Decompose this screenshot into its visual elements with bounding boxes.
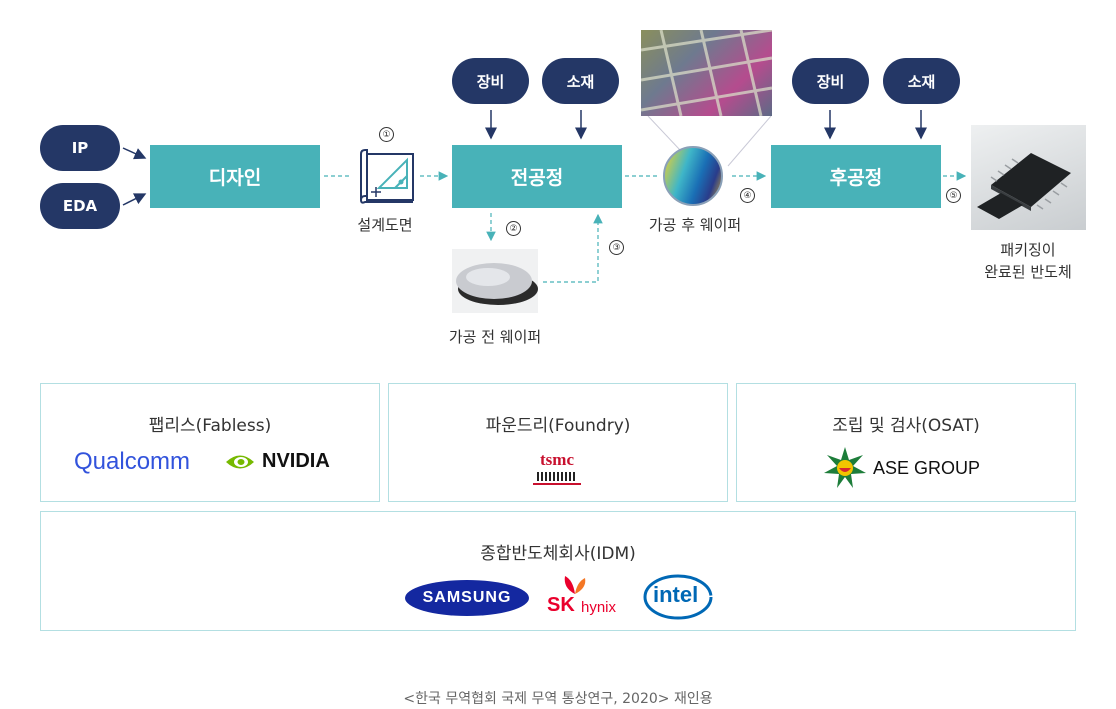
step-number-5: ⑤ (946, 188, 961, 203)
qualcomm-logo: Qualcomm (74, 448, 191, 475)
step-number-4: ④ (740, 188, 755, 203)
nvidia-wordmark: NVIDIA (262, 450, 330, 472)
sk-hynix-logo: SK hynix (547, 574, 631, 620)
back-equipment-pill: 장비 (792, 58, 869, 104)
osat-panel: 조립 및 검사(OSAT) ASE GROUP (736, 383, 1076, 502)
ase-star-icon (824, 447, 866, 488)
packaged-chip-label-line2: 완료된 반도체 (984, 263, 1072, 281)
foundry-title: 파운드리(Foundry) (485, 416, 631, 436)
sk-wordmark: SK (547, 594, 575, 616)
foundry-panel: 파운드리(Foundry) tsmc (388, 383, 728, 502)
fabless-title: 팹리스(Fabless) (148, 416, 272, 436)
samsung-logo: SAMSUNG (405, 580, 529, 616)
intel-swoosh-icon (643, 574, 713, 620)
processed-wafer-label: 가공 후 웨이퍼 (648, 216, 742, 234)
tsmc-logo: tsmc (531, 450, 583, 488)
processed-wafer-image (663, 146, 723, 206)
front-equipment-pill: 장비 (452, 58, 529, 104)
blueprint-icon (360, 149, 414, 204)
eda-pill: EDA (40, 183, 120, 229)
front-end-process-box: 전공정 (452, 145, 622, 208)
tsmc-wordmark: tsmc (540, 450, 574, 469)
step-number-3: ③ (609, 240, 624, 255)
idm-title: 종합반도체회사(IDM) (480, 544, 636, 564)
raw-wafer-label: 가공 전 웨이퍼 (448, 328, 542, 346)
source-caption: <한국 무역협회 국제 무역 통상연구, 2020> 재인용 (403, 691, 713, 707)
hynix-wordmark: hynix (581, 599, 617, 616)
nvidia-logo: NVIDIA (224, 450, 330, 473)
sk-butterfly-icon (564, 576, 586, 594)
samsung-wordmark: SAMSUNG (422, 589, 512, 606)
idm-panel: 종합반도체회사(IDM) SAMSUNG SK hynix intel (40, 511, 1076, 631)
wafer-closeup-image (641, 30, 772, 116)
design-box: 디자인 (150, 145, 320, 208)
back-end-process-box: 후공정 (771, 145, 941, 208)
ase-group-wordmark: ASE GROUP (873, 457, 981, 478)
ase-group-logo: ASE GROUP (823, 446, 980, 490)
nvidia-eye-icon (226, 455, 254, 468)
front-materials-pill: 소재 (542, 58, 619, 104)
fabless-panel: 팹리스(Fabless) Qualcomm NVIDIA (40, 383, 380, 502)
raw-wafer-image (452, 249, 538, 313)
tsmc-pattern-icon (537, 472, 577, 481)
back-materials-pill: 소재 (883, 58, 960, 104)
step-number-1: ① (379, 127, 394, 142)
blueprint-label: 설계도면 (357, 216, 413, 234)
intel-wordmark: intel (653, 582, 699, 607)
step-number-2: ② (506, 221, 521, 236)
ip-pill: IP (40, 125, 120, 171)
intel-logo: intel (643, 572, 713, 622)
packaged-chip-image (971, 125, 1086, 230)
osat-title: 조립 및 검사(OSAT) (832, 416, 980, 436)
packaged-chip-label-line1: 패키징이 (1000, 241, 1056, 259)
